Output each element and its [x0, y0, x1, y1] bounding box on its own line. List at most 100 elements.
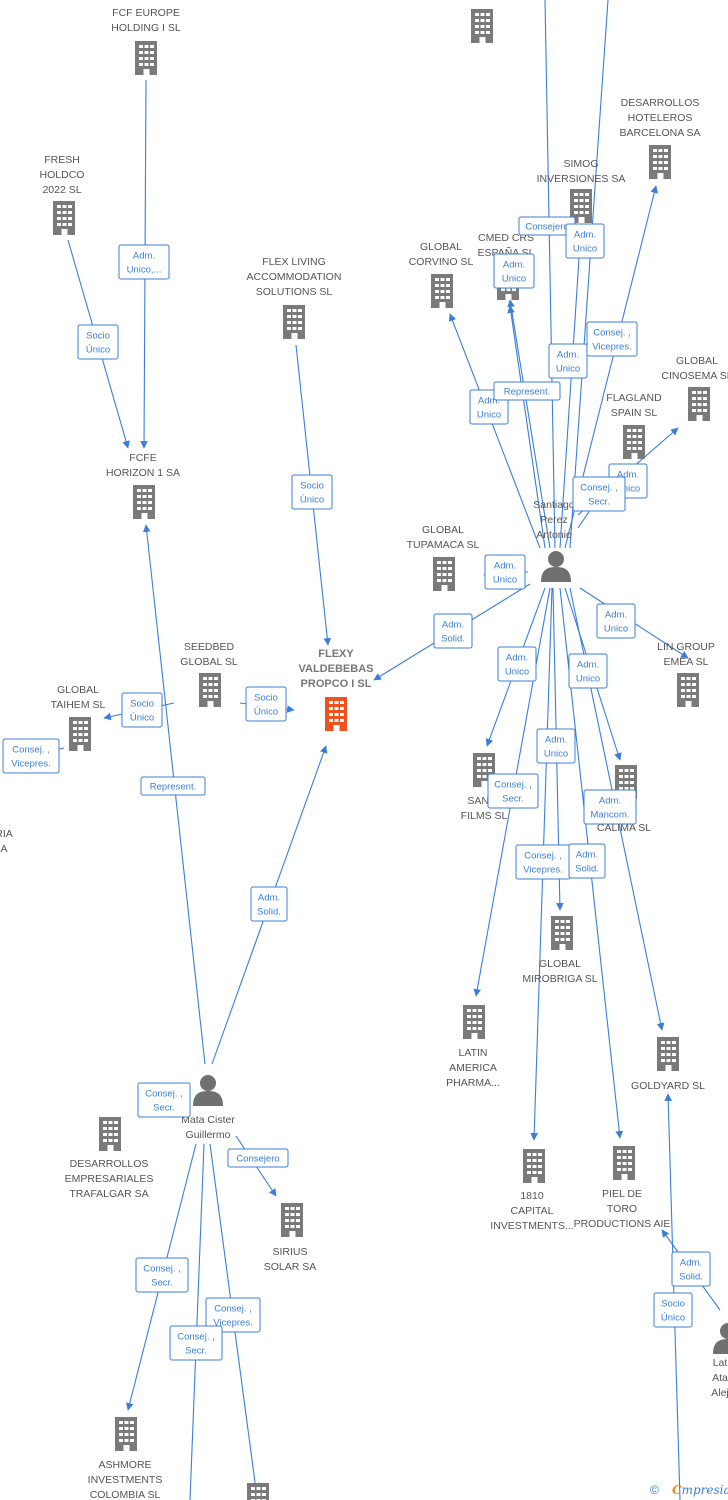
relation-label-box: [493, 253, 535, 289]
relation-label-e-santiago-mirobriga[interactable]: Adm.Unico: [536, 728, 576, 764]
relation-label-e-santiago-goldyard[interactable]: Adm.Mancom.: [583, 789, 637, 825]
relation-label-box: [493, 381, 561, 401]
relation-label-text: Unico: [556, 364, 580, 375]
relation-label-e-santiago-simog2[interactable]: Adm.Unico: [565, 223, 605, 259]
company-building-icon: [99, 1117, 121, 1151]
node-label-line: FILMS SL: [461, 810, 508, 822]
relation-label-box: [536, 728, 576, 764]
relation-label-e-fcfeur-fcfe[interactable]: Adm.Unico,...: [118, 244, 170, 280]
node-label-line: PROPCO I SL: [301, 678, 372, 690]
relation-label-e-santiago-calima[interactable]: Adm.Unico: [568, 653, 608, 689]
relation-label-text: Consej. ,: [580, 483, 618, 494]
node-label-line: SIMOG: [563, 158, 598, 170]
node-latin-america[interactable]: LATINAMERICAPHARMA...: [446, 1005, 500, 1089]
relation-label-e-santiago-tupamaca[interactable]: Adm.Unico: [484, 554, 526, 590]
node-label-line: INVESTMENTS...: [490, 1220, 573, 1232]
node-fcf-europe[interactable]: FCF EUROPE HOLDING I SL: [111, 7, 181, 75]
relation-label-e-mata-flexy[interactable]: Adm.Solid.: [250, 886, 288, 922]
relation-label-e-santiago-flexy[interactable]: Adm.Solid.: [433, 613, 473, 649]
node-top-building[interactable]: [471, 9, 493, 43]
relation-label-e-santiago-simog[interactable]: Adm.Unico: [548, 343, 588, 379]
relation-label-text: Adm.: [576, 850, 598, 861]
relation-label-e-mata-bottom2[interactable]: Consej. ,Secr.: [169, 1325, 223, 1361]
relation-label-box: [121, 692, 163, 728]
relation-label-e-mata-bottom1[interactable]: Consej. ,Vicepres.: [205, 1297, 261, 1333]
node-label-line: AMERICA: [449, 1062, 497, 1074]
relation-label-e-mata-trafalgar[interactable]: Consej. ,Secr.: [137, 1082, 191, 1118]
relation-label-text: Consej. ,: [12, 745, 50, 756]
relation-label-text: Represent.: [150, 782, 196, 793]
node-label-line: FCF EUROPE: [112, 7, 180, 19]
company-building-icon: [649, 145, 671, 179]
company-building-icon: [677, 673, 699, 707]
company-building-icon: [471, 9, 493, 43]
relation-label-text: Adm.: [617, 470, 639, 481]
relation-label-box: [140, 776, 206, 796]
relation-label-e-santiago-hoteleros[interactable]: Consej. ,Vicepres.: [586, 321, 638, 357]
relation-label-text: Socio: [300, 481, 324, 492]
node-label-line: GLOBAL: [422, 524, 464, 536]
relation-label-box: [568, 843, 606, 879]
relation-label-e-mata-ashmore[interactable]: Consej. ,Secr.: [135, 1257, 189, 1293]
node-label-line: CINOSEMA SL: [661, 370, 728, 382]
relation-label-text: Consejero: [236, 1154, 279, 1165]
relation-label-e-santiago-lin[interactable]: Adm.Unico: [596, 603, 636, 639]
relation-label-box: [291, 474, 333, 510]
node-label-line: FLEX LIVING: [262, 256, 326, 268]
node-label-line: GOLDYARD SL: [631, 1080, 705, 1092]
node-capital1810[interactable]: 1810CAPITALINVESTMENTS...: [490, 1149, 574, 1232]
relation-label-e-santiago-1810[interactable]: Consej. ,Vicepres.: [515, 844, 571, 880]
relation-label-e-mata-sirius[interactable]: Consejero: [227, 1148, 289, 1168]
node-label-line: Alej: [711, 1387, 728, 1399]
relation-label-e-taihem-left[interactable]: Consej. ,Vicepres.: [2, 738, 60, 774]
relation-label-text: Consej. ,: [494, 780, 532, 791]
node-label-line: A: [0, 843, 7, 855]
relation-label-e-santiago-cmed[interactable]: Adm.Unico: [493, 253, 535, 289]
relation-label-e-lat-piel[interactable]: Adm.Solid.: [671, 1251, 711, 1287]
node-label-line: PIEL DE: [602, 1188, 642, 1200]
node-partial-left[interactable]: RIAA: [0, 828, 13, 855]
company-building-icon: [623, 425, 645, 459]
node-bottom-building[interactable]: [247, 1483, 269, 1500]
relation-label-e-santiago-latin[interactable]: Consej. ,Secr.: [487, 773, 539, 809]
company-building-icon: [53, 201, 75, 235]
relation-label-e-santiago-piel[interactable]: Adm.Solid.: [568, 843, 606, 879]
company-building-icon: [283, 305, 305, 339]
company-building-icon: [281, 1203, 303, 1237]
relation-label-e-santiago-cmed-rep[interactable]: Represent.: [493, 381, 561, 401]
relation-label-text: Único: [661, 1313, 685, 1324]
person-icon: [713, 1323, 728, 1354]
relation-label-e-mata-fcfe[interactable]: Represent.: [140, 776, 206, 796]
relation-label-e-santiago-cinosema[interactable]: Consej. ,Secr.: [572, 476, 626, 512]
node-label-line: HOLDING I SL: [111, 22, 181, 34]
node-goldyard[interactable]: GOLDYARD SL: [631, 1037, 705, 1092]
relation-label-e-santiago-sanm[interactable]: Adm.Unico: [497, 646, 537, 682]
